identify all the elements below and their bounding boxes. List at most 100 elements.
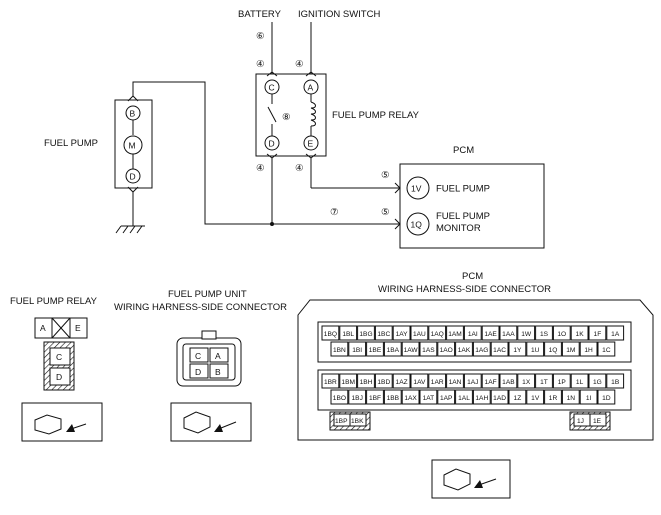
- pcm-label: PCM: [453, 145, 474, 156]
- pcm-pin-label: 1AI: [468, 331, 478, 338]
- pcm-pin-label: 1AS: [422, 347, 435, 354]
- pcm-pin-label: 1D: [602, 395, 611, 402]
- pcm-pin-label: 1AG: [475, 347, 488, 354]
- pcm-pin-cell: [526, 389, 545, 405]
- pcm-pin-cell: [490, 389, 509, 405]
- pcm-pin-label: 1U: [531, 347, 540, 354]
- pcm-pin-label: 1BB: [387, 395, 400, 402]
- pcm-pin-label: 1AH: [475, 395, 488, 402]
- pcm-pin-label: 1AY: [396, 331, 409, 338]
- pcm-pin-cell: [339, 325, 358, 341]
- pcm-pin-cell: [490, 341, 509, 357]
- pcm-pin-cell: [428, 373, 447, 389]
- step-ref-7: ⑦: [330, 207, 339, 218]
- pcm-pin-label: 1AM: [448, 331, 462, 338]
- relay-pin-d: D: [56, 372, 62, 382]
- pcm-pin-cell: [392, 373, 411, 389]
- pcm-terminal-1q: [406, 212, 430, 236]
- pcm-pin-cell: [330, 389, 349, 405]
- pcm-pin-label: 1BO: [333, 395, 346, 402]
- pcm-pin-label: 1G: [593, 379, 602, 386]
- pcm-pin-cell: [446, 325, 464, 341]
- pump-connector-title-2: WIRING HARNESS-SIDE CONNECTOR: [114, 302, 287, 313]
- pcm-pin-cell: [561, 389, 580, 405]
- pcm-pin-label: 1AE: [484, 331, 497, 338]
- pcm-pin-label: 1AU: [413, 331, 426, 338]
- pcm-pin-label: 1AT: [423, 395, 435, 402]
- pump-pin-c: C: [195, 351, 201, 361]
- pcm-pin-cell: [446, 373, 464, 389]
- pcm-pin-label: 1AB: [502, 379, 515, 386]
- relay-terminal-e: [303, 135, 319, 151]
- pcm-pin-label: 1BQ: [324, 331, 337, 338]
- pump-motor-label: M: [129, 141, 136, 151]
- pcm-pin-cell: [579, 389, 598, 405]
- step-ref-4c: ④: [256, 163, 265, 174]
- pcm-pin-cell: [472, 389, 491, 405]
- pcm-pin-1bk: 1BK: [351, 418, 364, 425]
- pcm-pin-cell: [499, 373, 518, 389]
- pcm-pin-cell: [463, 325, 482, 341]
- step-ref-4d: ④: [295, 163, 304, 174]
- relay-terminal-e-label: E: [308, 139, 314, 149]
- relay-pin-a: A: [40, 323, 46, 333]
- pcm-pin-label: 1BG: [359, 331, 372, 338]
- pcm-pin-cell: [606, 325, 625, 341]
- pcm-pin-label: 1BL: [342, 331, 354, 338]
- pcm-pin-label: 1W: [521, 331, 532, 338]
- fuel-pump-relay-label: FUEL PUMP RELAY: [332, 110, 420, 121]
- pcm-pin-label: 1H: [584, 347, 593, 354]
- pump-pin-b: B: [215, 367, 221, 377]
- pcm-pin-label: 1AL: [458, 395, 470, 402]
- pcm-pin-label: 1BI: [352, 347, 362, 354]
- pcm-pin-cell: [517, 373, 536, 389]
- pump-pin-a: A: [215, 351, 221, 361]
- pcm-pin-label: 1O: [557, 331, 566, 338]
- pcm-pin-label: 1BM: [341, 379, 355, 386]
- pcm-pin-cell: [597, 389, 616, 405]
- pcm-pin-label: 1AX: [404, 395, 417, 402]
- relay-coil: [310, 101, 316, 127]
- step-ref-5a: ⑤: [381, 170, 390, 181]
- pcm-pin-label: 1AV: [413, 379, 426, 386]
- pcm-pin-label: 1AW: [404, 347, 419, 354]
- relay-terminal-d: [264, 135, 280, 151]
- pcm-pin-label: 1BC: [377, 331, 390, 338]
- pcm-pin-label: 1AO: [440, 347, 453, 354]
- pcm-pin-cell: [357, 325, 375, 341]
- pcm-pin-cell: [535, 325, 553, 341]
- pcm-pin-label: 1Q: [549, 347, 558, 354]
- pcm-pin-cell: [374, 325, 393, 341]
- pcm-pin-cell: [383, 389, 402, 405]
- pcm-pin-label: 1F: [594, 331, 602, 338]
- pcm-pin-label: 1BJ: [352, 395, 363, 402]
- pcm-pin-label: 1S: [540, 331, 549, 338]
- pcm-pin-label: 1Y: [513, 347, 522, 354]
- pcm-pin-label: 1AD: [493, 395, 506, 402]
- pcm-pin-1bp: 1BP: [335, 418, 348, 425]
- pcm-pin-label: 1BN: [333, 347, 346, 354]
- pcm-pin-cell: [508, 341, 527, 357]
- pcm-pin-label: 1R: [549, 395, 558, 402]
- pump-terminal-d-label: D: [130, 172, 136, 182]
- relay-connector-view-icon: [21, 402, 103, 442]
- pcm-pin-cell: [401, 389, 420, 405]
- pump-connector-title-1: FUEL PUMP UNIT: [168, 289, 247, 300]
- relay-connector-title: FUEL PUMP RELAY: [10, 296, 98, 307]
- pcm-pin-cell: [410, 325, 429, 341]
- pcm-pin-cell: [544, 341, 562, 357]
- pcm-pin-label: 1AP: [440, 395, 453, 402]
- pcm-pin-cell: [570, 325, 589, 341]
- pcm-terminal-1v: [406, 176, 430, 200]
- step-ref-5b: ⑤: [381, 207, 390, 218]
- battery-label: BATTERY: [238, 9, 282, 20]
- pcm-pin-cell: [383, 341, 402, 357]
- pcm-pin-cell: [481, 373, 500, 389]
- pcm-monitor-label-1: FUEL PUMP: [436, 211, 490, 222]
- pcm-pin-cell: [552, 373, 571, 389]
- pcm-pin-cell: [321, 373, 340, 389]
- pcm-pin-label: 1I: [586, 395, 592, 402]
- pcm-pin-cell: [561, 341, 580, 357]
